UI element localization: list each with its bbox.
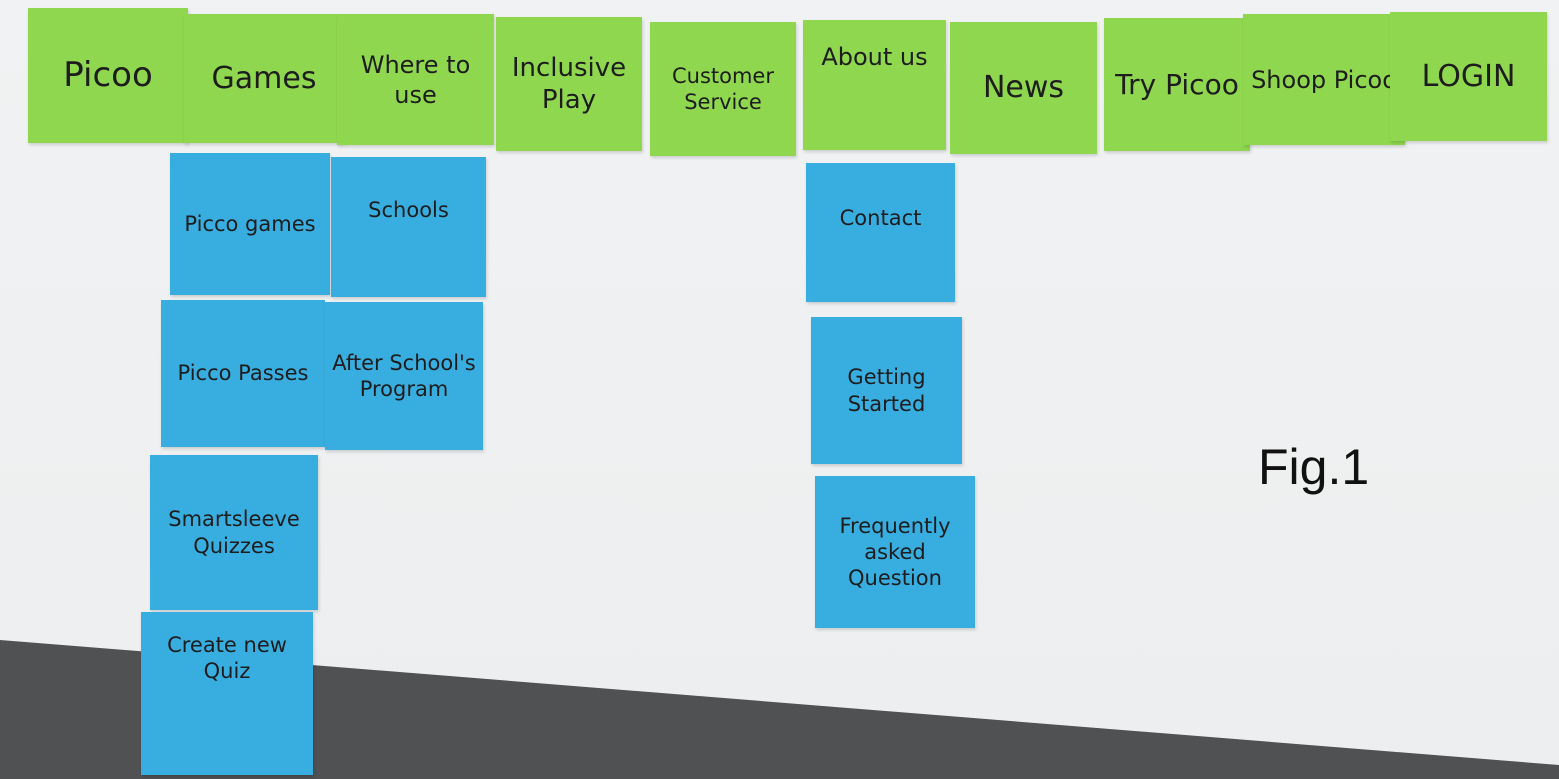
nav-note-shop-picoo: Shoop Picoo bbox=[1243, 14, 1405, 145]
nav-note-about-us: About us bbox=[803, 20, 946, 150]
sub-note-picco-games: Picco games bbox=[170, 153, 330, 295]
sub-note-smartsleeve-quizzes: Smartsleeve Quizzes bbox=[150, 455, 318, 610]
sub-note-faq: Frequently asked Question bbox=[815, 476, 975, 628]
nav-note-customer-service: Customer Service bbox=[650, 22, 796, 156]
sub-note-after-school-program: After School's Program bbox=[325, 302, 483, 450]
nav-note-login: LOGIN bbox=[1390, 12, 1547, 141]
nav-note-games: Games bbox=[184, 14, 344, 143]
sub-note-getting-started: Getting Started bbox=[811, 317, 962, 464]
nav-note-inclusive-play: Inclusive Play bbox=[496, 17, 642, 151]
figure-caption: Fig.1 bbox=[1258, 439, 1370, 495]
nav-note-where-to-use: Where to use bbox=[337, 14, 494, 145]
nav-note-try-picoo: Try Picoo bbox=[1104, 18, 1250, 151]
nav-note-picoo: Picoo bbox=[28, 8, 188, 143]
sub-note-contact: Contact bbox=[806, 163, 955, 302]
nav-note-news: News bbox=[950, 22, 1097, 154]
sub-note-create-new-quiz: Create new Quiz bbox=[141, 612, 313, 775]
sub-note-schools: Schools bbox=[331, 157, 486, 297]
sub-note-picco-passes: Picco Passes bbox=[161, 300, 325, 447]
